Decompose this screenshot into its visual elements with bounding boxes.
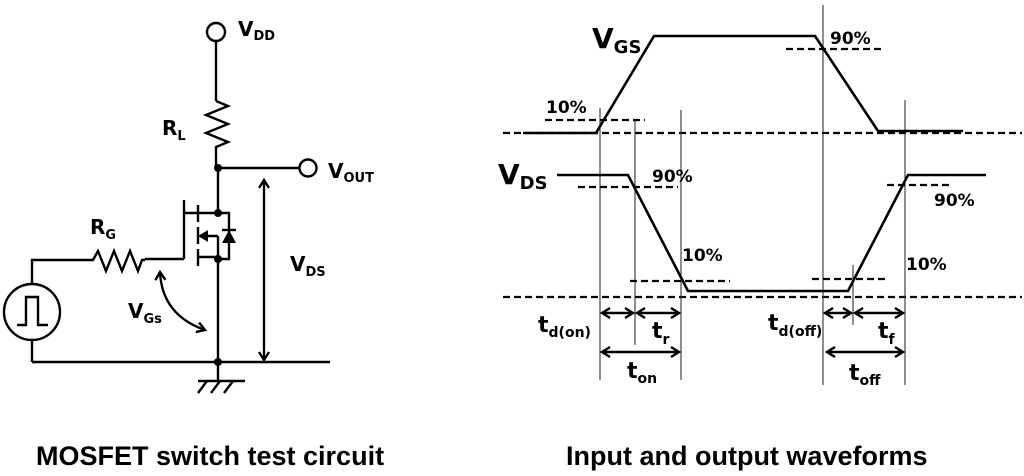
mosfet-icon xyxy=(145,200,236,266)
td-off-label: td(off) xyxy=(768,311,822,340)
vgs-arrow xyxy=(160,272,205,330)
tr-label: tr xyxy=(652,319,670,348)
gate-resistor-icon xyxy=(30,247,145,275)
mosfet-test-circuit: VDD RL VOUT xyxy=(2,17,384,471)
vdd-terminal-icon xyxy=(205,21,227,43)
body-diode-icon xyxy=(222,230,236,243)
circuit-caption: MOSFET switch test circuit xyxy=(36,441,384,471)
load-resistor-icon xyxy=(202,99,232,168)
toff-label: toff xyxy=(849,361,881,389)
vout-terminal-icon xyxy=(298,158,318,178)
vds-fall-10pct-label: 10% xyxy=(682,246,723,266)
vgs-label: VGs xyxy=(128,299,162,327)
vout-label: VOUT xyxy=(328,159,374,186)
td-on-label: td(on) xyxy=(538,313,591,341)
vgs-90pct-label: 90% xyxy=(830,29,871,49)
switching-waveforms: 10% 90% VGS 90% 10% 90% 10% VDS td(on) t… xyxy=(498,5,1022,471)
vds-fall-90pct-label: 90% xyxy=(652,167,693,187)
rl-label: RL xyxy=(162,116,186,144)
ton-label: ton xyxy=(627,359,657,387)
vds-rise-90pct-label: 90% xyxy=(934,191,975,211)
pulse-glyph xyxy=(17,295,48,327)
vds-waveform-label: VDS xyxy=(498,158,548,194)
vgs-waveform-label: VGS xyxy=(592,22,641,58)
pulse-source-icon xyxy=(2,282,62,342)
tf-label: tf xyxy=(878,319,896,348)
vdd-label: VDD xyxy=(238,17,275,44)
rg-label: RG xyxy=(90,215,116,243)
vds-waveform xyxy=(557,173,986,293)
waveforms-caption: Input and output waveforms xyxy=(566,441,928,471)
vds-label: VDS xyxy=(290,252,326,280)
vgs-waveform xyxy=(523,34,963,135)
ground-icon xyxy=(197,379,245,394)
vgs-10pct-label: 10% xyxy=(546,98,587,118)
vds-rise-10pct-label: 10% xyxy=(906,255,947,275)
